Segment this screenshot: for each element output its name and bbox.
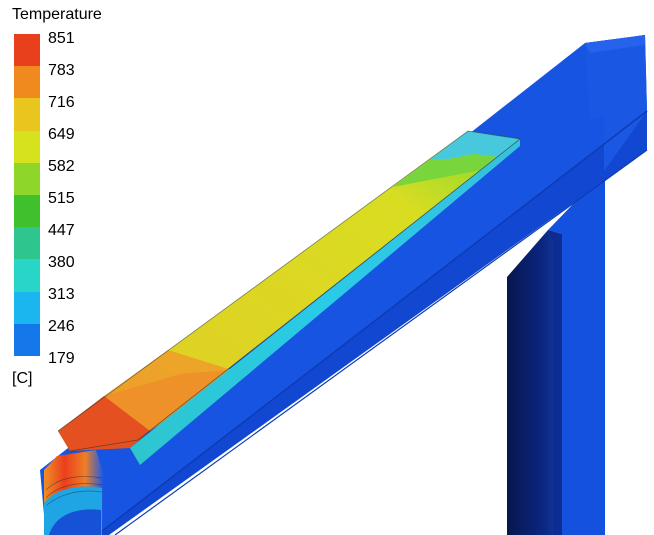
support-column-front-face [548, 171, 605, 535]
temperature-legend: Temperature 851 783 716 649 582 515 447 … [10, 6, 130, 406]
legend-tick-label: 447 [48, 222, 75, 239]
legend-tick-label: 179 [48, 350, 75, 367]
legend-swatch [14, 259, 40, 292]
legend-tick-label: 649 [48, 126, 75, 143]
strip-right-green-zone [393, 154, 497, 187]
beam-end-face [585, 35, 647, 171]
legend-tick-label: 851 [48, 30, 75, 47]
legend-tick-label: 246 [48, 318, 75, 335]
support-column-edge-shadow [548, 230, 562, 535]
legend-tick-label: 582 [48, 158, 75, 175]
legend-swatch [14, 130, 40, 163]
support-column-group [507, 171, 605, 535]
legend-title: Temperature [12, 6, 102, 23]
legend-swatch [14, 98, 40, 131]
legend-tick-label: 380 [48, 254, 75, 271]
legend-swatch [14, 66, 40, 99]
legend-swatch [14, 195, 40, 228]
legend-tick-label: 783 [48, 62, 75, 79]
strip-outline-top [57, 130, 521, 432]
front-cut-deep-cool-arc [49, 509, 101, 535]
strip-right-cool-zone [431, 131, 520, 159]
legend-color-bar [14, 34, 40, 357]
strip-side-face [130, 139, 520, 465]
support-column-shadow-face [507, 230, 562, 535]
legend-tick-label: 716 [48, 94, 75, 111]
legend-swatch [14, 34, 40, 67]
legend-swatch [14, 291, 40, 324]
legend-tick-label: 515 [48, 190, 75, 207]
cut-face-group [44, 450, 103, 535]
legend-unit: [C] [12, 370, 33, 387]
beam-outline-1 [96, 110, 648, 535]
legend-swatch [14, 227, 40, 260]
heated-strip-group [57, 130, 521, 465]
legend-swatch [14, 162, 40, 196]
strip-outline-bottom [69, 138, 521, 452]
strip-left-warm-zone [104, 350, 238, 431]
front-cut-contour-lines [45, 476, 103, 506]
legend-tick-label: 313 [48, 286, 75, 303]
beam-rear-highlight [585, 35, 645, 53]
legend-swatch [14, 323, 40, 357]
beam-outline-2 [114, 149, 648, 535]
